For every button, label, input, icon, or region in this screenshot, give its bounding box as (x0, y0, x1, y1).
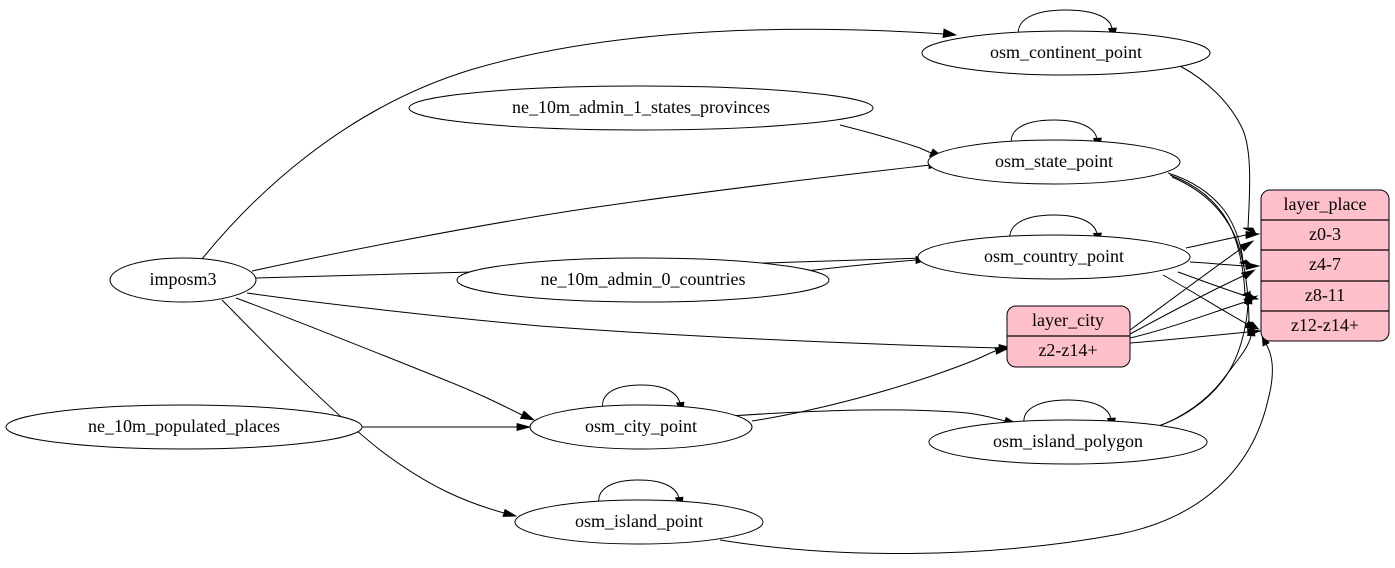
edge-osm_state_point-to-layer_place-z4-7 (1167, 172, 1244, 263)
node-imposm3[interactable]: imposm3 (109, 257, 257, 303)
arrowhead (1245, 231, 1261, 240)
edge-imposm3-to-osm_continent_point (201, 28, 945, 260)
edge-osm_country_point-to-layer_place-z0-3 (1185, 234, 1247, 249)
node-shape[interactable] (529, 404, 753, 450)
node-label: osm_city_point (585, 416, 697, 436)
edge-osm_island_polygon-self-loop (1023, 399, 1112, 432)
edge-ne_10m_admin_1_states_provinces-to-osm_state_point (839, 124, 932, 154)
node-osm_continent_point[interactable]: osm_continent_point (921, 30, 1211, 76)
node-layer: imposm3 ne_10m_admin_1_states_provinces … (5, 30, 1211, 545)
record-row-z0-3[interactable]: z0-3 (1309, 224, 1341, 244)
record-row-z2-z14plus[interactable]: z2-z14+ (1038, 340, 1097, 360)
node-ne_10m_admin_1_states_provinces[interactable]: ne_10m_admin_1_states_provinces (408, 85, 874, 131)
arrowhead (994, 347, 1010, 355)
record-background[interactable] (1260, 189, 1390, 342)
edge-osm_island_point-to-layer_place-z12-z14+ (719, 343, 1273, 555)
node-label: imposm3 (149, 269, 216, 289)
node-osm_state_point[interactable]: osm_state_point (927, 139, 1181, 185)
edge-imposm3-to-osm_island_point (221, 299, 505, 514)
edge-osm_continent_point-self-loop (1018, 9, 1113, 42)
record-header-label: layer_city (1032, 310, 1104, 330)
node-shape[interactable] (109, 257, 257, 303)
node-shape[interactable] (514, 499, 764, 545)
record-layer: layer_place z0-3 z4-7 z8-11 z12-z14+ lay… (1006, 189, 1390, 368)
record-layer_city[interactable]: layer_city z2-z14+ (1006, 305, 1131, 368)
node-ne_10m_populated_places[interactable]: ne_10m_populated_places (5, 404, 363, 450)
edge-layer (201, 9, 1273, 555)
node-label: ne_10m_admin_1_states_provinces (512, 97, 770, 117)
node-label: osm_country_point (984, 246, 1124, 266)
node-osm_country_point[interactable]: osm_country_point (917, 234, 1191, 280)
node-osm_island_point[interactable]: osm_island_point (514, 499, 764, 545)
node-label: ne_10m_admin_0_countries (541, 269, 746, 289)
edge-layer_city-to-layer_place-z0-3 (1129, 247, 1243, 331)
arrowhead (1245, 261, 1261, 271)
edge-imposm3-to-layer_city (246, 292, 1000, 349)
edge-osm_country_point-to-layer_place-z4-7 (1189, 261, 1247, 267)
node-shape[interactable] (456, 257, 830, 303)
node-osm_island_polygon[interactable]: osm_island_polygon (928, 419, 1208, 465)
node-label: osm_island_point (575, 511, 703, 531)
record-row-z8-11[interactable]: z8-11 (1305, 285, 1345, 305)
node-shape[interactable] (928, 419, 1208, 465)
record-row-z12-z14plus[interactable]: z12-z14+ (1291, 315, 1359, 335)
record-row-z4-7[interactable]: z4-7 (1309, 254, 1341, 274)
edge-osm_continent_point-to-layer_place-z0-3 (1179, 65, 1251, 229)
node-label: osm_state_point (995, 151, 1113, 171)
edge-osm_island_polygon-to-layer_place-z12-z14+ (1155, 335, 1252, 428)
record-header-label: layer_place (1284, 194, 1367, 214)
edge-imposm3-to-osm_state_point (251, 164, 931, 272)
arrowhead (502, 508, 518, 517)
arrowhead (1243, 289, 1253, 305)
node-shape[interactable] (5, 404, 363, 450)
arrowhead (516, 422, 532, 432)
node-shape[interactable] (927, 139, 1181, 185)
edge-osm_country_point-to-layer_place-z12-z14+ (1162, 274, 1248, 325)
node-label: osm_continent_point (990, 42, 1142, 62)
node-label: ne_10m_populated_places (88, 416, 280, 436)
edge-layer_city-to-layer_place-z4-7 (1129, 275, 1244, 335)
node-shape[interactable] (921, 30, 1211, 76)
edge-ne_10m_admin_0_countries-to-osm_country_point (805, 259, 917, 272)
edge-osm_city_point-to-osm_island_polygon (729, 409, 1006, 422)
edge-osm_country_point-to-layer_place-z8-11 (1177, 271, 1247, 297)
node-shape[interactable] (408, 85, 874, 131)
edge-layer_city-to-layer_place-z8-11 (1129, 301, 1246, 339)
node-osm_city_point[interactable]: osm_city_point (529, 404, 753, 450)
record-layer_place[interactable]: layer_place z0-3 z4-7 z8-11 z12-z14+ (1260, 189, 1390, 342)
arrowhead (1246, 321, 1256, 337)
arrowhead (519, 410, 536, 421)
edge-osm_island_point-self-loop (598, 479, 680, 512)
node-shape[interactable] (917, 234, 1191, 280)
arrowhead (942, 28, 958, 38)
edge-osm_country_point-self-loop (1009, 214, 1098, 247)
edge-osm_state_point-self-loop (1010, 119, 1098, 152)
node-ne_10m_admin_0_countries[interactable]: ne_10m_admin_0_countries (456, 257, 830, 303)
arrowhead (1240, 269, 1256, 280)
arrowhead (1239, 240, 1255, 252)
edge-layer_city-to-layer_place-z12-z14+ (1129, 331, 1249, 344)
edge-osm_city_point-self-loop (602, 384, 681, 417)
edge-osm_city_point-to-layer_city-z2-z14+ (751, 350, 996, 422)
node-label: osm_island_polygon (993, 431, 1143, 451)
edge-imposm3-to-osm_city_point (235, 297, 523, 416)
